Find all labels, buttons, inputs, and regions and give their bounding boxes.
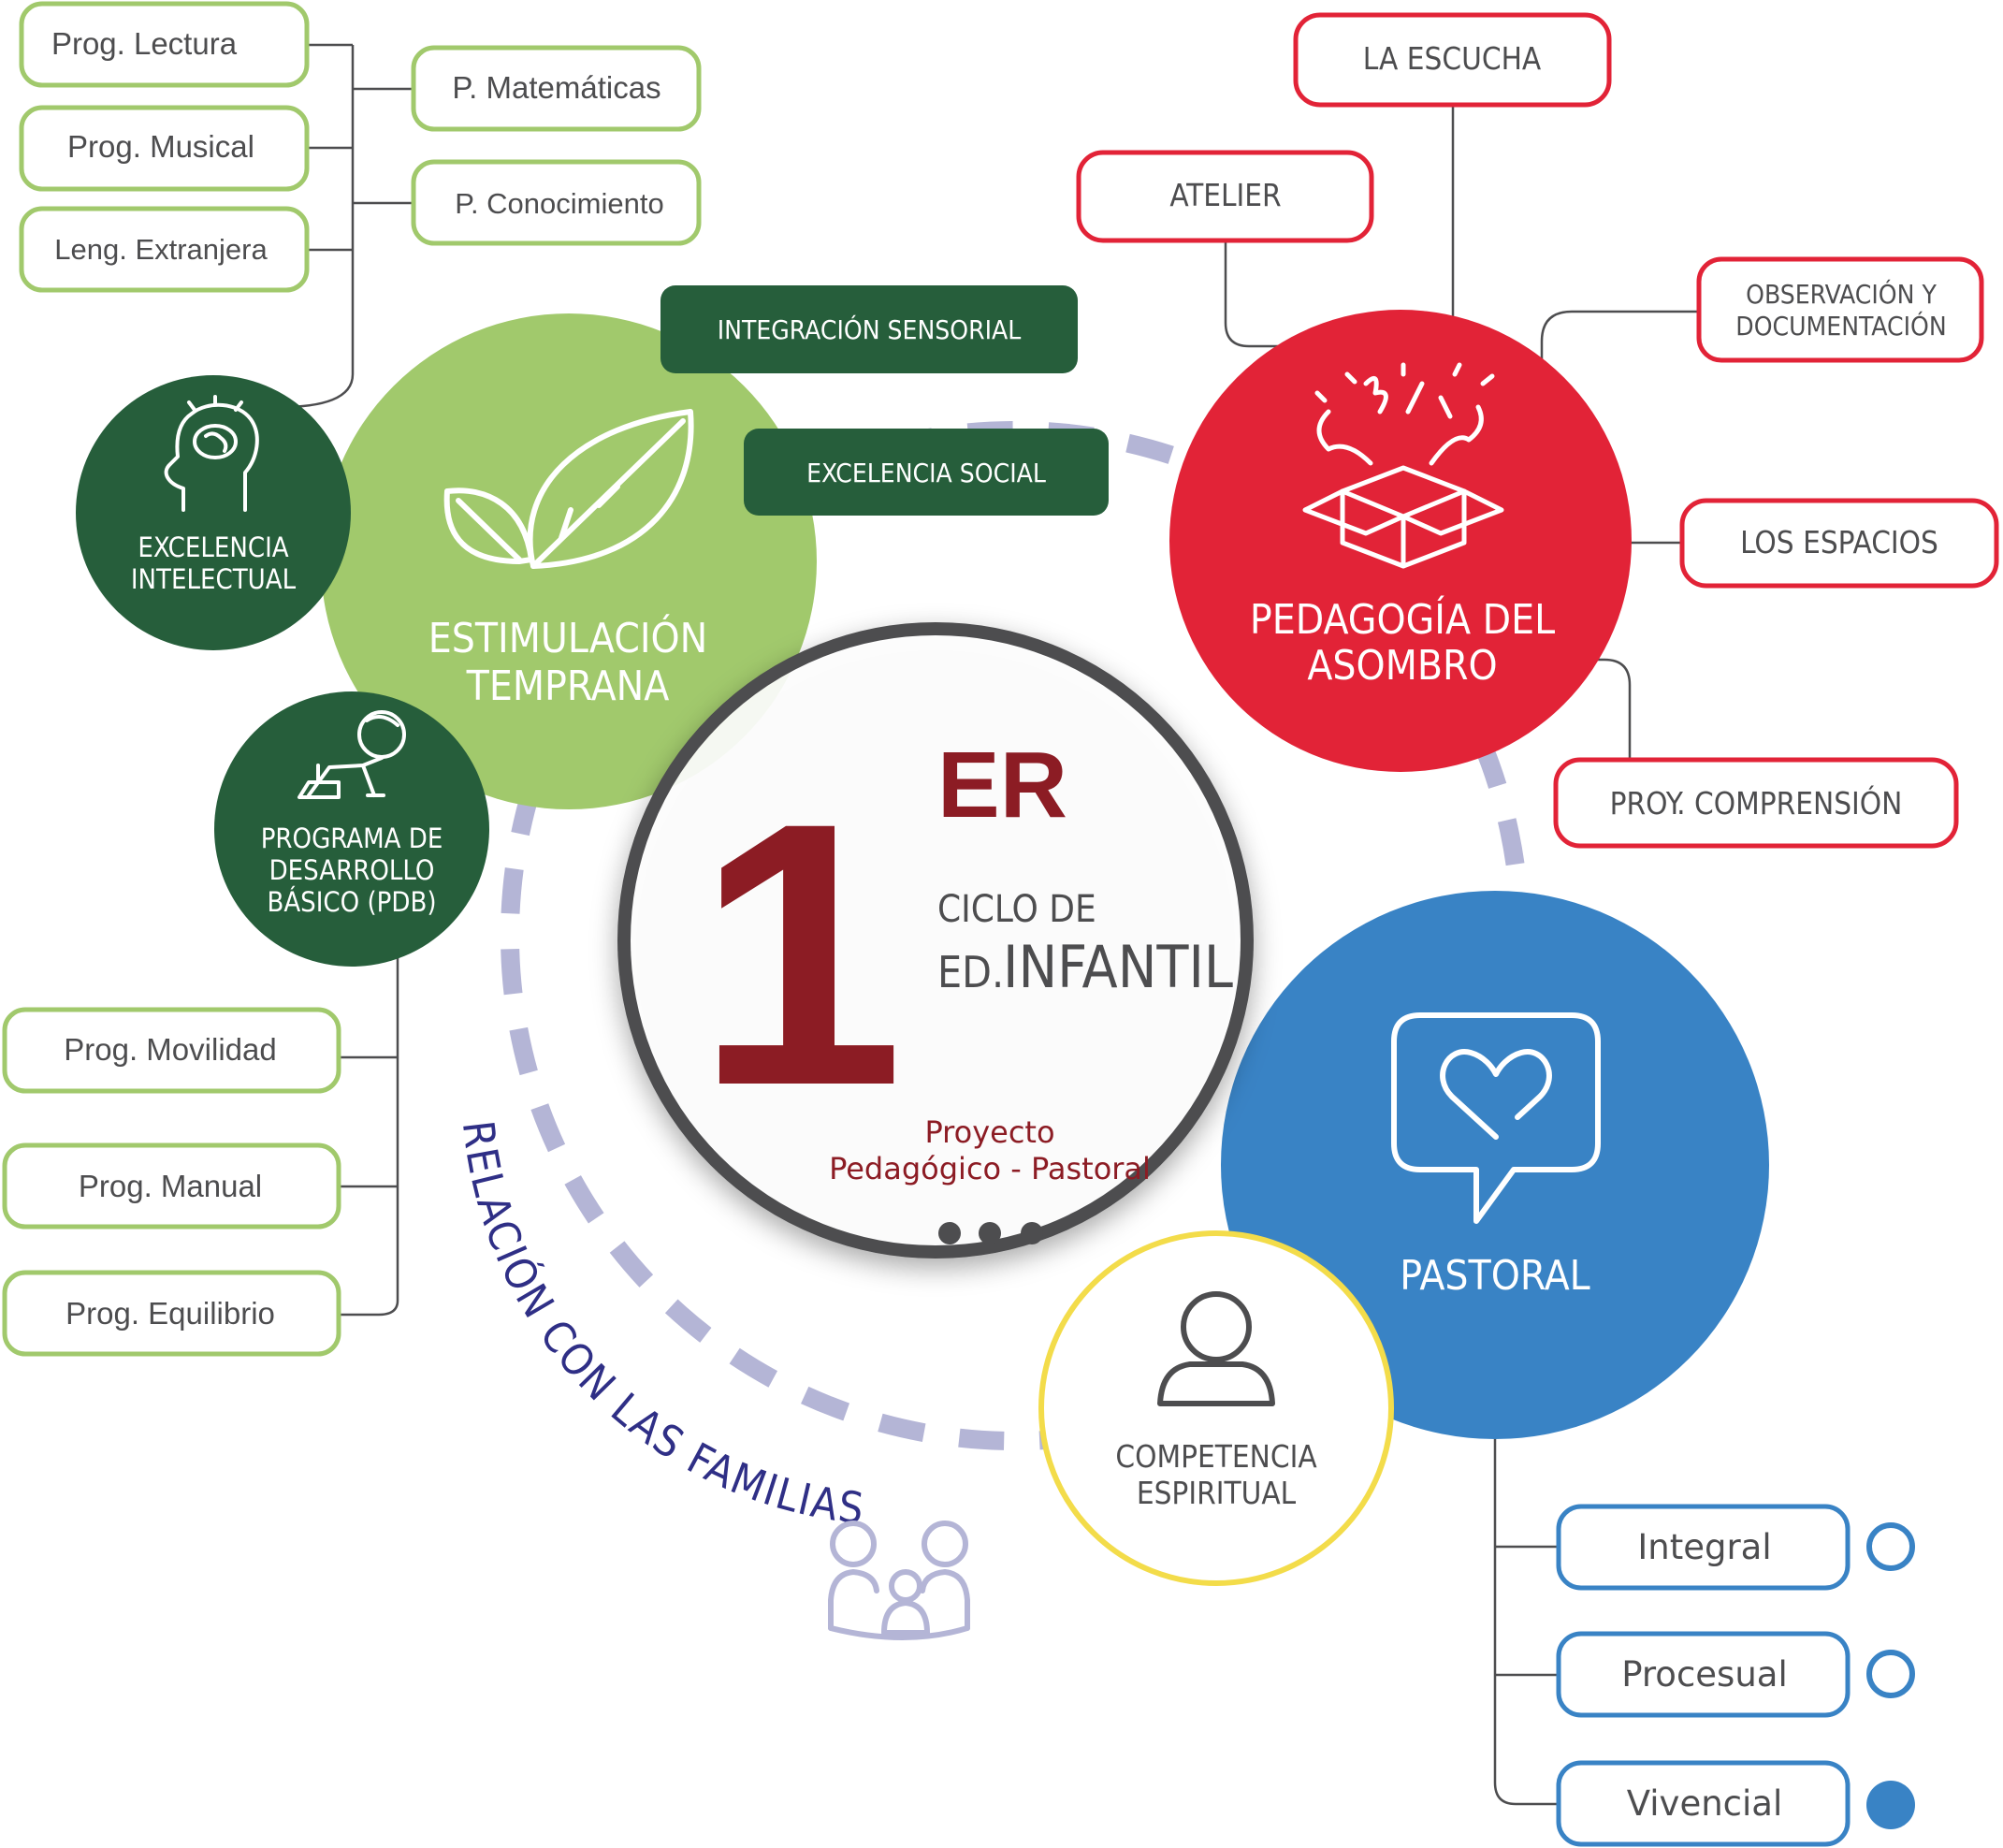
tag-integracion-sensorial: INTEGRACIÓN SENSORIAL xyxy=(660,285,1078,373)
center-project-line1: Proyecto xyxy=(924,1114,1054,1150)
pdb-line3: BÁSICO (PDB) xyxy=(267,886,436,918)
person-icon xyxy=(1157,1291,1275,1406)
central-circle xyxy=(617,622,1254,1259)
pill-prog-lectura: Prog. Lectura xyxy=(19,1,310,88)
center-line1: CICLO DE xyxy=(937,888,1096,931)
pill-observacion-label-line2: DOCUMENTACIÓN xyxy=(1735,310,1946,342)
estimulacion-title-line2: TEMPRANA xyxy=(466,662,670,710)
procesual-marker xyxy=(1866,1650,1915,1698)
excelencia-intelectual-circle xyxy=(76,375,351,650)
pill-prog-movilidad: Prog. Movilidad xyxy=(2,1007,341,1094)
center-line2-prefix: ED. xyxy=(937,947,1004,997)
pill-prog-equilibrio: Prog. Equilibrio xyxy=(2,1270,341,1357)
competencia-espiritual-circle xyxy=(1038,1230,1394,1586)
pill-procesual: Procesual xyxy=(1556,1631,1915,1718)
pastoral-items: Integral Procesual Vivencial xyxy=(1556,1504,1915,1847)
pill-prog-equilibrio-label: Prog. Equilibrio xyxy=(65,1296,275,1331)
pastoral-title: PASTORAL xyxy=(1400,1252,1589,1300)
crawling-baby-icon xyxy=(298,710,406,799)
pill-atelier: ATELIER xyxy=(1076,150,1374,243)
pill-atelier-label: ATELIER xyxy=(1169,177,1281,213)
pill-vivencial-label: Vivencial xyxy=(1627,1783,1782,1824)
excelencia-intelectual-line1: EXCELENCIA xyxy=(138,531,288,563)
pdb-programs: Prog. Movilidad Prog. Manual Prog. Equil… xyxy=(2,1007,341,1357)
pill-prog-musical-label: Prog. Musical xyxy=(67,129,254,164)
tag-excelencia-social-label: EXCELENCIA SOCIAL xyxy=(806,458,1046,488)
pill-prog-manual: Prog. Manual xyxy=(2,1142,341,1230)
brain-head-icon xyxy=(164,395,259,512)
pill-prog-movilidad-label: Prog. Movilidad xyxy=(64,1032,276,1067)
pill-procesual-label: Procesual xyxy=(1621,1654,1787,1695)
pill-leng-extranjera: Leng. Extranjera xyxy=(19,206,310,293)
pill-proy-comprension: PROY. COMPRENSIÓN xyxy=(1553,757,1959,849)
leaves-icon xyxy=(443,409,694,569)
pill-prog-musical: Prog. Musical xyxy=(19,105,310,192)
pdb-line1: PROGRAMA DE xyxy=(261,822,443,854)
pill-p-matematicas: P. Matemáticas xyxy=(411,45,702,132)
intelectual-programs: Prog. Lectura Prog. Musical Leng. Extran… xyxy=(19,1,702,293)
pill-la-escucha: LA ESCUCHA xyxy=(1293,12,1612,108)
pill-prog-manual-label: Prog. Manual xyxy=(79,1169,262,1203)
pill-integral: Integral xyxy=(1556,1504,1915,1591)
center-numeral: 1 xyxy=(696,745,904,1163)
pdb-line2: DESARROLLO xyxy=(269,854,435,886)
tag-integracion-sensorial-label: INTEGRACIÓN SENSORIAL xyxy=(718,313,1022,345)
pedagogia-asombro-circle xyxy=(1169,310,1632,772)
asombro-title-line1: PEDAGOGÍA DEL xyxy=(1250,594,1555,644)
pdb-circle xyxy=(214,691,489,967)
tag-excelencia-social: EXCELENCIA SOCIAL xyxy=(744,429,1109,516)
pill-prog-lectura-label: Prog. Lectura xyxy=(51,26,238,61)
pill-los-espacios-label: LOS ESPACIOS xyxy=(1740,524,1938,560)
pill-observacion-documentacion: OBSERVACIÓN Y DOCUMENTACIÓN xyxy=(1696,256,1984,363)
pill-vivencial: Vivencial xyxy=(1556,1760,1915,1847)
pill-observacion-label-line1: OBSERVACIÓN Y xyxy=(1746,278,1937,310)
family-icon xyxy=(828,1521,970,1640)
pill-p-conocimiento-label: P. Conocimiento xyxy=(455,187,663,220)
ellipsis-icon xyxy=(938,1222,1043,1244)
pill-los-espacios: LOS ESPACIOS xyxy=(1679,498,1999,589)
competencia-line2: ESPIRITUAL xyxy=(1137,1475,1297,1511)
integral-marker xyxy=(1866,1522,1915,1571)
center-superscript: ER xyxy=(937,733,1067,837)
center-project-line2: Pedagógico - Pastoral xyxy=(829,1151,1151,1186)
center-line2-main: INFANTIL xyxy=(1003,933,1233,1001)
asombro-title-line2: ASOMBRO xyxy=(1307,642,1497,690)
pill-leng-extranjera-label: Leng. Extranjera xyxy=(54,233,268,266)
pill-la-escucha-label: LA ESCUCHA xyxy=(1363,40,1542,77)
heart-chat-icon xyxy=(1391,1012,1601,1224)
asombro-items: LA ESCUCHA ATELIER OBSERVACIÓN Y DOCUMEN… xyxy=(1076,12,1999,849)
excelencia-intelectual-line2: INTELECTUAL xyxy=(131,563,297,595)
competencia-line1: COMPETENCIA xyxy=(1115,1438,1317,1475)
pill-p-matematicas-label: P. Matemáticas xyxy=(452,70,660,105)
pill-p-conocimiento: P. Conocimiento xyxy=(411,159,702,246)
estimulacion-title-line1: ESTIMULACIÓN xyxy=(428,613,708,662)
surprise-box-icon xyxy=(1302,362,1504,569)
vivencial-marker xyxy=(1866,1781,1915,1829)
pill-proy-comprension-label: PROY. COMPRENSIÓN xyxy=(1610,784,1903,822)
pill-integral-label: Integral xyxy=(1637,1527,1771,1567)
